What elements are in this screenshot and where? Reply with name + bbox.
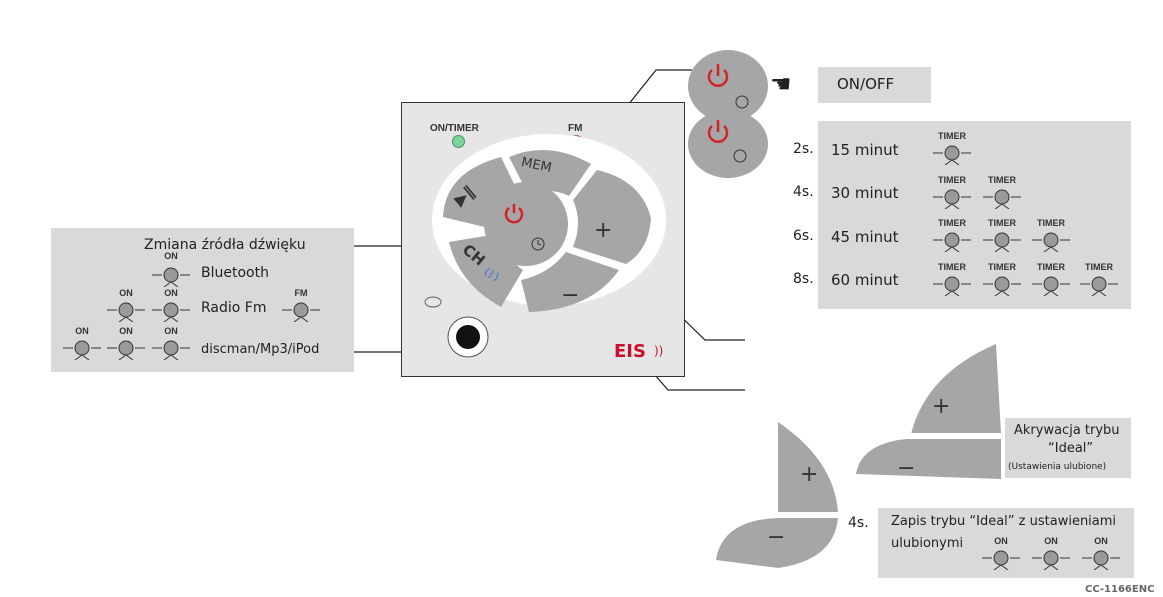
led-bulb-icon	[282, 302, 320, 322]
led-bulb-icon	[152, 340, 190, 360]
timer-panel	[818, 121, 1131, 309]
source-label-discman: discman/Mp3/iPod	[201, 342, 320, 357]
save-led: ON	[978, 536, 1024, 570]
on-timer-led	[452, 135, 465, 148]
ideal-activation-line1: Akrywacja trybu	[1014, 423, 1120, 438]
ideal-save-line1: Zapis trybu “Ideal” z ustawieniami	[891, 514, 1117, 529]
timer-led: TIMER	[1028, 262, 1074, 296]
ideal-activation-note: (Ustawienia ulubione)	[1008, 462, 1107, 472]
save-plus-label: +	[800, 462, 819, 487]
led-bluetooth: ON	[148, 251, 194, 287]
save-minus-label: −	[767, 525, 786, 550]
hand-pointer-icon: ☚	[770, 70, 792, 98]
led-radio-1: ON	[103, 288, 149, 322]
ideal-activate-illustration	[856, 344, 1001, 479]
led-bulb-icon	[933, 232, 971, 252]
power-button[interactable]	[484, 182, 568, 266]
plus-button[interactable]	[573, 170, 651, 264]
device-power-icon	[504, 204, 524, 224]
source-panel	[51, 228, 354, 372]
led-bulb-icon	[933, 145, 971, 165]
timer-duration-1: 15 minut	[831, 141, 899, 159]
save-led: ON	[1028, 536, 1074, 570]
timer-led: TIMER	[979, 175, 1025, 209]
save-led: ON	[1078, 536, 1124, 570]
led-bulb-icon	[152, 267, 190, 287]
ideal-save-line2: ulubionymi	[891, 536, 964, 551]
indicator-fm-label: FM	[568, 123, 583, 134]
led-bulb-icon	[1082, 550, 1120, 570]
led-radio-fm: FM	[278, 288, 324, 322]
timer-led: TIMER	[979, 218, 1025, 252]
timer-led: TIMER	[929, 175, 975, 209]
led-discman-1: ON	[59, 326, 105, 360]
led-bulb-icon	[107, 302, 145, 322]
timer-duration-3: 45 minut	[831, 228, 899, 246]
ideal-save-illustration	[716, 422, 838, 568]
led-bulb-icon	[107, 340, 145, 360]
ideal-plus-label: +	[932, 394, 951, 419]
plus-label: +	[594, 218, 613, 243]
led-bulb-icon	[1032, 550, 1070, 570]
led-bulb-icon	[983, 276, 1021, 296]
minus-button[interactable]	[521, 252, 619, 312]
timer-led: TIMER	[1028, 218, 1074, 252]
onoff-label: ON/OFF	[837, 75, 895, 93]
disc-icon	[424, 296, 442, 308]
timer-duration-4: 60 minut	[831, 271, 899, 289]
led-bulb-icon	[1032, 276, 1070, 296]
ideal-minus-label: −	[897, 456, 916, 481]
led-radio-2: ON	[148, 288, 194, 322]
wireless-icon: ))	[654, 344, 664, 358]
led-bulb-icon	[983, 232, 1021, 252]
timer-press-3: 6s.	[793, 228, 814, 244]
timer-press-1: 2s.	[793, 141, 814, 157]
led-bulb-icon	[1032, 232, 1070, 252]
timer-press-2: 4s.	[793, 184, 814, 200]
timer-press-4: 8s.	[793, 271, 814, 287]
timer-led: TIMER	[929, 131, 975, 165]
onoff-button-illustration	[688, 50, 768, 122]
ideal-activation-panel	[1005, 418, 1131, 478]
led-bulb-icon	[63, 340, 101, 360]
led-bulb-icon	[152, 302, 190, 322]
timer-duration-2: 30 minut	[831, 184, 899, 202]
led-bulb-icon	[982, 550, 1020, 570]
source-label-radio: Radio Fm	[201, 300, 267, 316]
device-clock-icon	[531, 237, 545, 251]
timer-led: TIMER	[929, 218, 975, 252]
onoff-panel	[818, 67, 931, 103]
ideal-activation-line2: “Ideal”	[1048, 441, 1094, 456]
footer-code: CC-1166ENC	[1085, 584, 1155, 595]
brand-logo: EIS	[614, 341, 646, 362]
timer-led: TIMER	[929, 262, 975, 296]
led-bulb-icon	[1080, 276, 1118, 296]
timer-led: TIMER	[979, 262, 1025, 296]
timer-button-illustration	[688, 110, 768, 178]
ideal-save-press: 4s.	[848, 515, 869, 531]
device-buttons	[424, 134, 666, 358]
timer-led: TIMER	[1076, 262, 1122, 296]
led-bulb-icon	[933, 276, 971, 296]
led-discman-3: ON	[148, 326, 194, 360]
ideal-save-panel	[878, 508, 1134, 578]
led-bulb-icon	[933, 189, 971, 209]
led-discman-2: ON	[103, 326, 149, 360]
led-bulb-icon	[983, 189, 1021, 209]
source-label-bluetooth: Bluetooth	[201, 265, 269, 281]
source-title: Zmiana źródła dźwięku	[144, 237, 306, 253]
indicator-on-timer-label: ON/TIMER	[430, 123, 479, 134]
minus-label: −	[561, 283, 580, 308]
